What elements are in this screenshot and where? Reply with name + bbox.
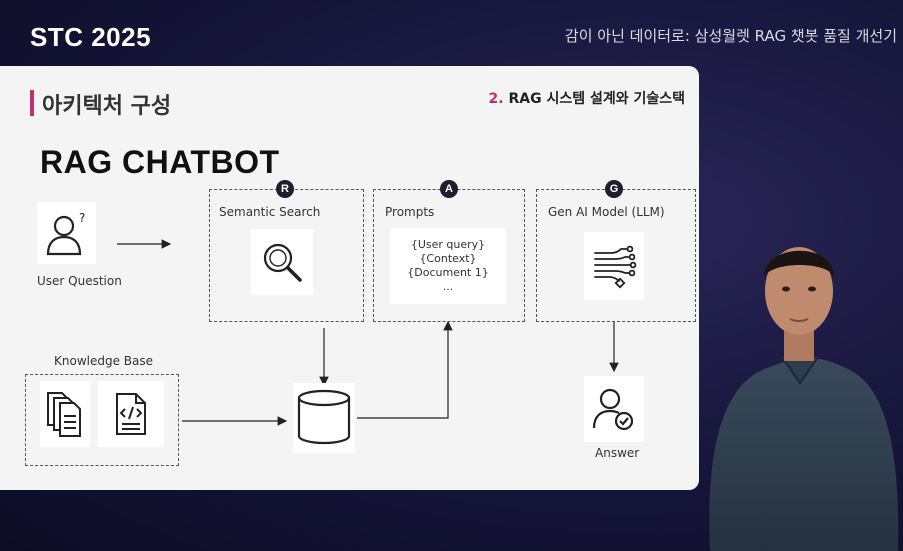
user-check-icon (592, 388, 634, 431)
search-icon (263, 243, 302, 282)
retrieval-badge: R (276, 180, 294, 198)
prompt-line-ellipsis: ... (442, 280, 454, 293)
knowledge-base-box (25, 374, 179, 466)
section-text: RAG 시스템 설계와 기술스택 (508, 91, 685, 107)
generation-badge: G (605, 180, 623, 198)
user-question-icon: ? (46, 211, 85, 256)
code-file-icon (116, 393, 146, 435)
gen-ai-title: Gen AI Model (LLM) (548, 205, 665, 219)
slide-title: 아키텍처 구성 (42, 94, 172, 119)
answer-label: Answer (595, 446, 640, 460)
flow-arrows (117, 239, 619, 426)
title-accent-bar (30, 90, 34, 116)
prompt-line-context: {Context} (419, 252, 477, 265)
vector-db-card (293, 383, 355, 453)
llm-flow-icon (594, 245, 637, 289)
documents-card (40, 381, 90, 447)
section-label: 2. RAG 시스템 설계와 기술스택 (489, 88, 685, 108)
event-title: STC 2025 (30, 22, 152, 52)
database-icon (297, 389, 351, 445)
llm-card (584, 232, 644, 300)
prompt-line-document: {Document 1} (407, 266, 489, 279)
diagram-heading: RAG CHATBOT (40, 144, 280, 180)
answer-card (584, 376, 644, 442)
presentation-slide: 아키텍처 구성 2. RAG 시스템 설계와 기술스택 RAG CHATBOT … (0, 66, 699, 490)
svg-text:?: ? (79, 211, 85, 225)
presenter-video (709, 247, 899, 551)
code-file-card (98, 381, 164, 447)
knowledge-base-label: Knowledge Base (54, 354, 153, 368)
talk-title: 감이 아닌 데이터로: 삼성월렛 RAG 챗봇 품질 개선기 (564, 27, 897, 45)
prompt-template-card: {User query} {Context} {Document 1} ... (390, 228, 506, 304)
prompt-line-query: {User query} (410, 238, 486, 251)
semantic-search-title: Semantic Search (219, 205, 321, 219)
prompts-title: Prompts (385, 205, 435, 219)
section-number: 2. (488, 91, 504, 107)
user-question-card: ? (37, 202, 96, 264)
documents-icon (47, 392, 81, 437)
user-question-label: User Question (37, 274, 122, 288)
augment-badge: A (440, 180, 458, 198)
search-card (251, 229, 313, 295)
